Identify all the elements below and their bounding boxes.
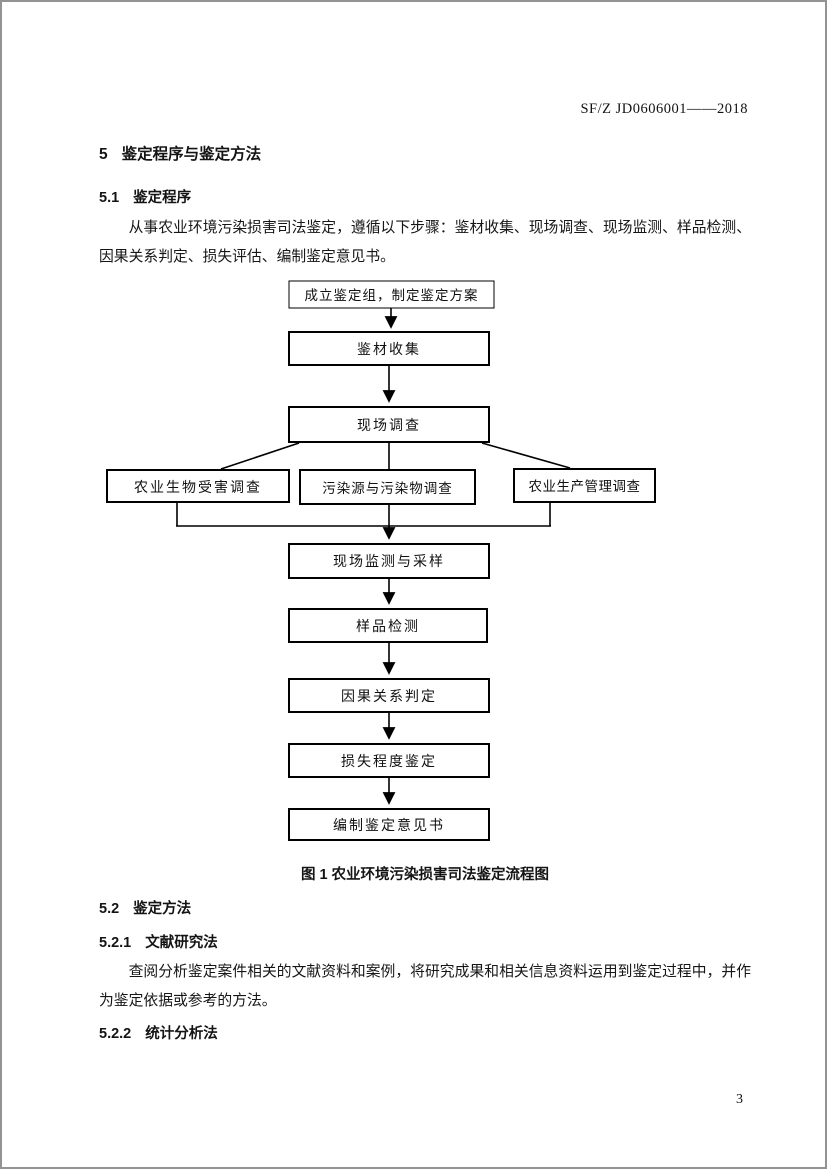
flow-node-collect-label: 鉴材收集 (357, 341, 421, 358)
connector-survey-to-bio (220, 442, 300, 470)
heading-5-1-number: 5.1 (99, 190, 120, 206)
heading-5-2-number: 5.2 (99, 901, 120, 917)
heading-5-2-title: 鉴定方法 (133, 901, 192, 917)
flow-node-monitor: 现场监测与采样 (288, 543, 490, 579)
flow-node-management-survey: 农业生产管理调查 (513, 468, 656, 503)
flow-node-monitor-label: 现场监测与采样 (333, 554, 445, 570)
heading-5-2-1-title: 文献研究法 (145, 935, 218, 951)
flow-node-bio-survey: 农业生物受害调查 (106, 469, 290, 503)
page-number: 3 (736, 1092, 743, 1107)
heading-5-2-1-number: 5.2.1 (99, 935, 132, 951)
figure-caption: 图 1 农业环境污染损害司法鉴定流程图 (300, 867, 550, 883)
flow-node-bio-survey-label: 农业生物受害调查 (134, 480, 262, 496)
heading-5-2-1: 5.2.1 文献研究法 (99, 931, 218, 952)
paragraph-procedure: 从事农业环境污染损害司法鉴定，遵循以下步骤：鉴材收集、现场调查、现场监测、样品检… (99, 220, 751, 265)
heading-5-2-2: 5.2.2 统计分析法 (99, 1022, 218, 1043)
heading-5-1-title: 鉴定程序 (133, 190, 192, 206)
flow-node-causal: 因果关系判定 (288, 678, 490, 713)
flow-node-pollution-survey-label: 污染源与污染物调查 (322, 481, 453, 496)
flow-node-start: 成立鉴定组，制定鉴定方案 (288, 280, 495, 309)
flow-node-loss-label: 损失程度鉴定 (341, 754, 437, 770)
paragraph-literature: 查阅分析鉴定案件相关的文献资料和案例，将研究成果和相关信息资料运用到鉴定过程中，… (99, 964, 751, 1009)
heading-5: 5 鉴定程序与鉴定方法 (99, 142, 261, 164)
flow-node-test: 样品检测 (288, 608, 488, 643)
flow-node-management-survey-label: 农业生产管理调查 (529, 479, 641, 494)
flow-node-survey-label: 现场调查 (357, 418, 421, 434)
flow-node-loss: 损失程度鉴定 (288, 743, 490, 778)
heading-5-2-2-number: 5.2.2 (99, 1026, 132, 1042)
heading-5-2: 5.2 鉴定方法 (99, 897, 191, 918)
flow-node-survey: 现场调查 (288, 406, 490, 443)
doc-standard-number: SF/Z JD0606001——2018 (580, 101, 748, 117)
flow-node-report: 编制鉴定意见书 (288, 808, 490, 841)
heading-5-number: 5 (99, 146, 108, 163)
flow-node-test-label: 样品检测 (356, 619, 420, 635)
flow-node-collect: 鉴材收集 (288, 331, 490, 366)
heading-5-title: 鉴定程序与鉴定方法 (121, 146, 262, 163)
flow-node-causal-label: 因果关系判定 (341, 689, 437, 705)
heading-5-2-2-title: 统计分析法 (145, 1026, 218, 1042)
flow-node-report-label: 编制鉴定意见书 (333, 817, 445, 834)
connector-survey-to-management (481, 442, 571, 469)
flow-node-pollution-survey: 污染源与污染物调查 (299, 469, 476, 505)
heading-5-1: 5.1 鉴定程序 (99, 186, 191, 207)
flow-node-start-label: 成立鉴定组，制定鉴定方案 (305, 287, 479, 303)
